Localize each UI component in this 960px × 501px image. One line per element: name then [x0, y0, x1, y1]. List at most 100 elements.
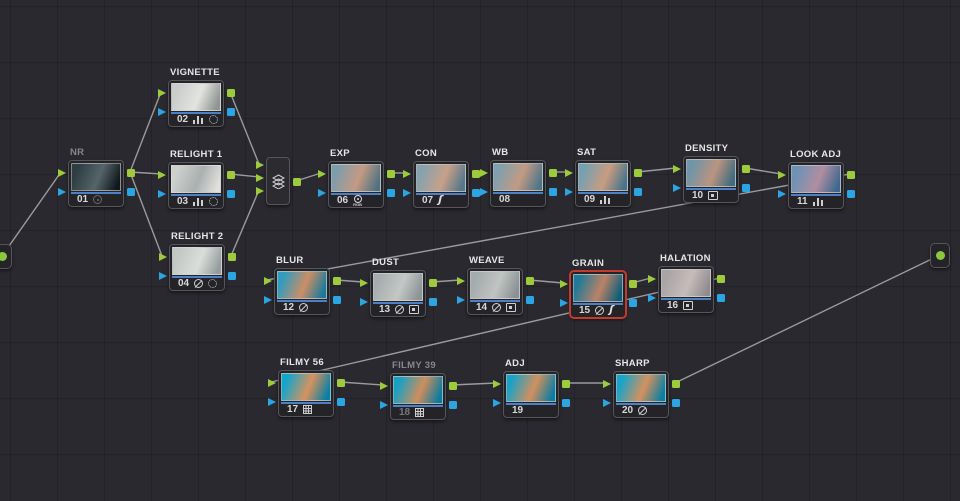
rgb-input-port[interactable]	[648, 275, 656, 283]
key-input-port[interactable]	[318, 189, 326, 197]
rgb-input-port[interactable]	[380, 382, 388, 390]
connection-18-to-19[interactable]	[451, 382, 497, 386]
key-input-port[interactable]	[778, 190, 786, 198]
rgb-output-port[interactable]	[742, 165, 750, 173]
rgb-input-port[interactable]	[603, 380, 611, 388]
key-input-port[interactable]	[403, 189, 411, 197]
rgb-output-port[interactable]	[634, 169, 642, 177]
key-output-port[interactable]	[634, 188, 642, 196]
key-output-port[interactable]	[387, 189, 395, 197]
corrector-node-body[interactable]: 10	[673, 156, 750, 203]
corrector-node-body[interactable]: 14	[457, 268, 534, 315]
rgb-input-port[interactable]	[560, 280, 568, 288]
rgb-output-port[interactable]	[333, 277, 341, 285]
corrector-node-body[interactable]: 09	[565, 160, 642, 207]
key-input-port[interactable]	[268, 398, 276, 406]
corrector-node-body[interactable]: 12	[264, 268, 341, 315]
output-node[interactable]	[930, 243, 950, 268]
rgb-output-port[interactable]	[228, 253, 236, 261]
rgb-output-port[interactable]	[472, 170, 480, 178]
layer-mixer-node[interactable]	[256, 157, 301, 205]
key-output-port[interactable]	[227, 190, 235, 198]
corrector-node-body[interactable]: 08	[480, 160, 557, 207]
key-input-port[interactable]	[158, 190, 166, 198]
rgb-input-port[interactable]	[264, 277, 272, 285]
rgb-output-port[interactable]	[526, 277, 534, 285]
rgb-input-port[interactable]	[318, 170, 326, 178]
key-input-port[interactable]	[58, 188, 66, 196]
rgb-output-port[interactable]	[127, 169, 135, 177]
corrector-node-body[interactable]: 20	[603, 371, 680, 418]
key-input-port[interactable]	[360, 298, 368, 306]
key-output-port[interactable]	[629, 299, 637, 307]
connection-01-to-04[interactable]	[129, 171, 163, 257]
rgb-input-port[interactable]	[565, 169, 573, 177]
connection-01-to-03[interactable]	[129, 171, 162, 175]
corrector-node-body[interactable]: 19	[493, 371, 570, 418]
rgb-input-port[interactable]	[480, 169, 488, 177]
corrector-node-body[interactable]: 11	[778, 162, 855, 209]
corrector-node-body[interactable]: 02	[158, 80, 235, 127]
rgb-output-port[interactable]	[387, 170, 395, 178]
connection-17-to-18[interactable]	[339, 381, 384, 386]
connection-02-to-05[interactable]	[229, 91, 260, 165]
rgb-input-port[interactable]	[457, 277, 465, 285]
key-output-port[interactable]	[742, 184, 750, 192]
source-node[interactable]	[0, 244, 12, 269]
corrector-node-body[interactable]: 16	[648, 266, 725, 313]
key-output-port[interactable]	[672, 399, 680, 407]
key-input-port[interactable]	[603, 399, 611, 407]
corrector-node-body[interactable]: 03	[158, 162, 235, 209]
rgb-input-port[interactable]	[268, 379, 276, 387]
key-output-port[interactable]	[472, 189, 480, 197]
key-output-port[interactable]	[337, 398, 345, 406]
key-input-port[interactable]	[380, 401, 388, 409]
key-output-port[interactable]	[449, 401, 457, 409]
connection-01-to-02[interactable]	[129, 91, 162, 173]
connection-20-to-output[interactable]	[674, 254, 941, 384]
connection-09-to-10[interactable]	[636, 167, 677, 173]
rgb-output-port[interactable]	[337, 379, 345, 387]
key-output-port[interactable]	[227, 108, 235, 116]
key-input-port[interactable]	[457, 296, 465, 304]
key-output-port[interactable]	[429, 298, 437, 306]
rgb-output-port[interactable]	[449, 382, 457, 390]
connection-11-to-12[interactable]	[266, 173, 851, 281]
key-input-port[interactable]	[159, 272, 167, 280]
key-input-port[interactable]	[493, 399, 501, 407]
rgb-input-port[interactable]	[673, 165, 681, 173]
key-input-port[interactable]	[560, 299, 568, 307]
key-output-port[interactable]	[526, 296, 534, 304]
source-port-icon[interactable]	[0, 252, 7, 261]
rgb-input-port[interactable]	[493, 380, 501, 388]
rgb-output-port[interactable]	[429, 279, 437, 287]
connection-10-to-11[interactable]	[744, 167, 782, 175]
key-input-port[interactable]	[158, 108, 166, 116]
key-input-port[interactable]	[565, 188, 573, 196]
rgb-input-port[interactable]	[778, 171, 786, 179]
rgb-input-port[interactable]	[256, 161, 264, 169]
key-input-port[interactable]	[264, 296, 272, 304]
key-output-port[interactable]	[562, 399, 570, 407]
key-output-port[interactable]	[847, 190, 855, 198]
key-output-port[interactable]	[549, 188, 557, 196]
rgb-input-port[interactable]	[403, 170, 411, 178]
connection-14-to-15[interactable]	[528, 279, 564, 284]
key-output-port[interactable]	[127, 188, 135, 196]
rgb-output-port[interactable]	[549, 169, 557, 177]
rgb-output-port[interactable]	[717, 275, 725, 283]
rgb-output-port[interactable]	[562, 380, 570, 388]
corrector-node-body[interactable]: 17	[268, 370, 345, 417]
rgb-output-port[interactable]	[293, 178, 301, 186]
rgb-input-port[interactable]	[256, 174, 264, 182]
rgb-input-port[interactable]	[158, 89, 166, 97]
connection-source-to-01[interactable]	[1, 171, 62, 257]
rgb-output-port[interactable]	[629, 280, 637, 288]
rgb-input-port[interactable]	[158, 171, 166, 179]
corrector-node-body[interactable]: 13	[360, 270, 437, 317]
output-port-icon[interactable]	[935, 251, 945, 260]
key-input-port[interactable]	[673, 184, 681, 192]
